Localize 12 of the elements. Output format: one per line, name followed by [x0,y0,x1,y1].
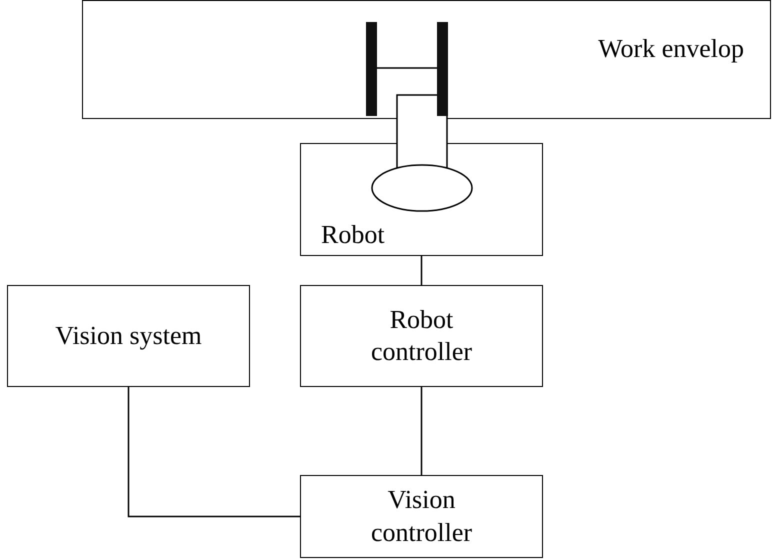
process-box [300,285,543,387]
box-label: Vision system [55,320,202,352]
box-label: Work envelop [598,33,744,66]
connector-line [128,387,300,518]
process-box [300,475,543,558]
box-label: Robot [321,218,385,250]
connector-line [420,256,422,285]
box-label: Vision controller [370,484,474,548]
process-box [7,285,250,387]
box-label: Robot controller [370,304,474,368]
process-box [82,0,771,119]
connector-line [420,387,422,475]
